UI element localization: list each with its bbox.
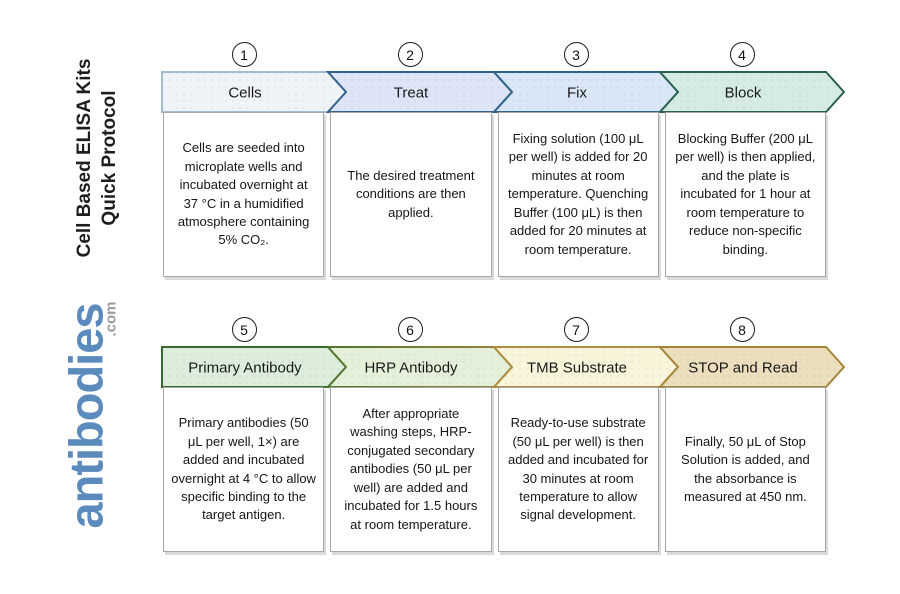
step-description-4: Blocking Buffer (200 μL per well) is the… — [664, 112, 826, 277]
arrow-band-row-2: Primary Antibody HRP Antibody TMB Substr… — [161, 346, 845, 388]
step-label-3: Fix — [567, 85, 587, 102]
step-label-6: HRP Antibody — [364, 360, 458, 377]
texture-overlay — [494, 347, 678, 387]
step-description-7: Ready-to-use substrate (50 μL per well) … — [497, 387, 659, 552]
step-description-8: Finally, 50 μL of Stop Solution is added… — [664, 387, 826, 552]
step-numbers-row-1: 1 2 3 4 — [161, 42, 825, 67]
step-label-5: Primary Antibody — [188, 360, 302, 377]
step-number-cell-2: 2 — [327, 42, 493, 67]
step-number-6: 6 — [397, 317, 423, 342]
step-description-2: The desired treatment conditions are the… — [330, 112, 492, 277]
logo-domain-suffix: .com — [102, 301, 120, 337]
texture-overlay — [162, 347, 346, 387]
step-number-7: 7 — [563, 317, 589, 342]
texture-overlay — [660, 72, 844, 112]
step-number-cell-7: 7 — [493, 317, 659, 342]
title-line-2: Quick Protocol — [99, 90, 120, 226]
step-number-cell-6: 6 — [327, 317, 493, 342]
texture-overlay — [660, 347, 844, 387]
texture-overlay — [328, 72, 512, 112]
brand-logo: antibodies .com — [59, 301, 120, 529]
step-description-3: Fixing solution (100 μL per well) is add… — [497, 112, 659, 277]
arrow-band-row-1: Cells Treat Fix Block — [161, 71, 845, 113]
step-description-1: Cells are seeded into microplate wells a… — [163, 112, 325, 277]
step-number-cell-4: 4 — [659, 42, 825, 67]
step-number-3: 3 — [563, 42, 589, 67]
step-label-8: STOP and Read — [688, 360, 798, 377]
step-number-8: 8 — [729, 317, 755, 342]
title-line-1: Cell Based ELISA Kits — [73, 58, 95, 258]
description-row-1: Cells are seeded into microplate wells a… — [163, 112, 826, 277]
step-number-cell-1: 1 — [161, 42, 327, 67]
step-number-2: 2 — [397, 42, 423, 67]
step-number-cell-8: 8 — [659, 317, 825, 342]
description-row-2: Primary antibodies (50 μL per well, 1×) … — [163, 387, 826, 552]
step-label-4: Block — [725, 85, 762, 102]
step-number-cell-5: 5 — [161, 317, 327, 342]
step-label-1: Cells — [228, 85, 261, 102]
texture-overlay — [328, 347, 512, 387]
vertical-title: Cell Based ELISA Kits Quick Protocol — [72, 59, 122, 258]
step-description-6: After appropriate washing steps, HRP-con… — [330, 387, 492, 552]
logo-text: antibodies — [59, 303, 113, 529]
step-number-1: 1 — [231, 42, 257, 67]
step-description-5: Primary antibodies (50 μL per well, 1×) … — [163, 387, 325, 552]
step-number-4: 4 — [729, 42, 755, 67]
texture-overlay — [162, 72, 346, 112]
step-number-5: 5 — [231, 317, 257, 342]
texture-overlay — [494, 72, 678, 112]
step-label-7: TMB Substrate — [527, 360, 627, 377]
step-number-cell-3: 3 — [493, 42, 659, 67]
step-numbers-row-2: 5 6 7 8 — [161, 317, 825, 342]
step-label-2: Treat — [394, 85, 429, 102]
